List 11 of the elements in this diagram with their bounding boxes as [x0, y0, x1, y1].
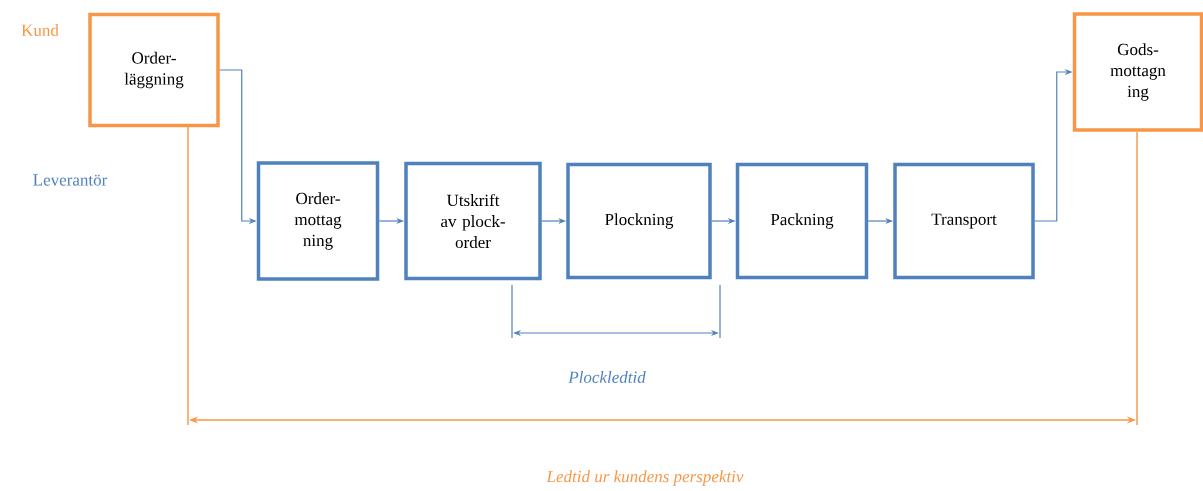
- process-box: Utskrift av plock- order: [404, 161, 542, 281]
- caption-text: Plockledtid: [568, 371, 646, 383]
- process-box: Plockning: [566, 162, 712, 280]
- process-box: Order- läggning: [88, 12, 220, 128]
- process-box: Gods- mottagn ing: [1072, 12, 1203, 132]
- caption-text: Kund: [21, 24, 59, 36]
- caption-text: Leverantör: [33, 174, 108, 186]
- process-box: Packning: [735, 162, 869, 280]
- caption-text: Ledtid ur kundens perspektiv: [546, 470, 744, 486]
- process-box: Order- mottag ning: [256, 161, 380, 281]
- process-box: Transport: [893, 162, 1035, 280]
